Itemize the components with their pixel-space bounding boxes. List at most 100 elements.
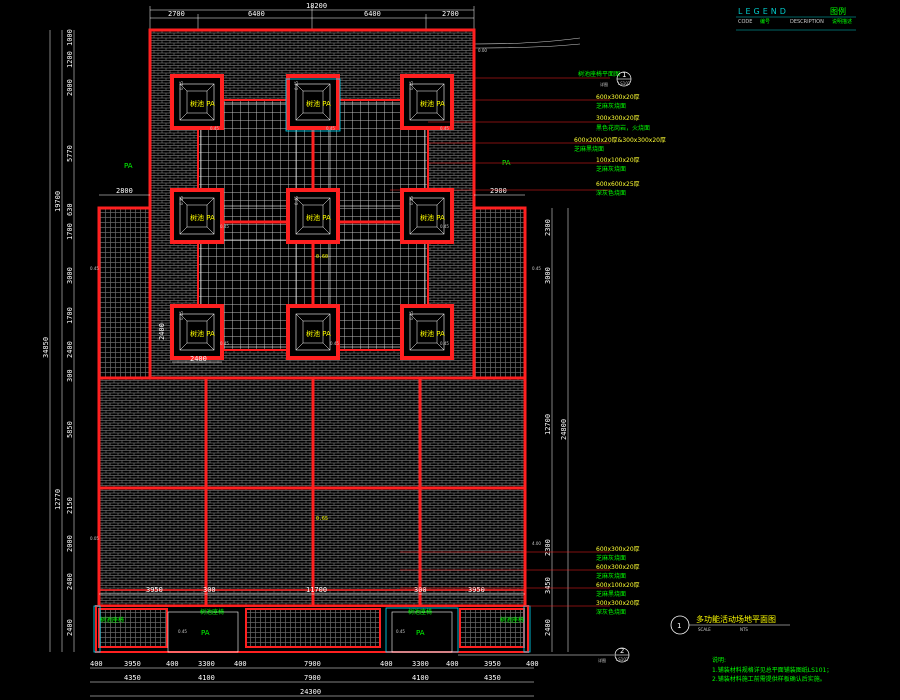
lower-note-8: 深灰色烧面 bbox=[596, 608, 626, 616]
planter-9 bbox=[400, 304, 454, 360]
planter-3 bbox=[400, 74, 454, 130]
level-tag-18: 0.45 bbox=[440, 341, 449, 346]
dim-left-upper-total: 19700 bbox=[54, 191, 62, 212]
level-tag-lower: 0.65 bbox=[316, 516, 328, 522]
dim-top-total: 18200 bbox=[306, 2, 327, 10]
detail-callout-1[interactable]: 1 详图 LS102 bbox=[600, 71, 632, 87]
level-tag-center: 0.60 bbox=[316, 254, 328, 260]
note-11: 深灰色烧面 bbox=[596, 189, 626, 197]
dim-upper-left: 2800 bbox=[116, 187, 133, 195]
title-scale-value: NTS bbox=[740, 627, 748, 632]
planter-label-2: 树池 PA bbox=[306, 99, 331, 108]
dim-left-seg-8: 1700 bbox=[66, 307, 74, 324]
dim-left-seg-9: 2400 bbox=[66, 341, 74, 358]
inner-dimensions: 2800 2900 2400 2400 3950 300 11700 300 3… bbox=[99, 187, 525, 595]
level-tags: 0.45 0.45 0.45 0.45 0.45 0.45 0.45 0.60 … bbox=[90, 48, 541, 634]
pa-label-bottom-right: PA bbox=[416, 629, 425, 637]
right-wing bbox=[472, 206, 527, 382]
lower-notes: 600x300x20厚 芝麻灰烧面 600x300x20厚 芝麻灰烧面 600x… bbox=[400, 546, 640, 616]
right-notes: 树池座椅平面图 600x300x20厚 芝麻灰烧面 300x300x20厚 黑色… bbox=[390, 70, 666, 197]
planter-label-5: 树池 PA bbox=[306, 213, 331, 222]
pa-label-left: PA bbox=[124, 162, 133, 170]
general-notes: 说明: 1.铺装材料规格详见总平面铺装图纸LS101； 2.铺装材料施工前需提供… bbox=[712, 656, 832, 683]
dim-left-seg-6: 1700 bbox=[66, 223, 74, 240]
planter-label-1: 树池 PA bbox=[190, 99, 215, 108]
left-wing bbox=[97, 206, 152, 382]
notes-item-1: 1.铺装材料规格详见总平面铺装图纸LS101； bbox=[712, 666, 832, 674]
planter-8 bbox=[286, 304, 340, 360]
level-tag-13: 0.45 bbox=[220, 224, 229, 229]
level-tag-2: 0.45 bbox=[294, 81, 299, 90]
dim-bottom-r1-2: 3950 bbox=[124, 660, 141, 668]
callout-2-sheet: LS102 bbox=[616, 657, 629, 662]
dim-left-seg-4: 5770 bbox=[66, 145, 74, 162]
dim-right-seg-4: 3450 bbox=[544, 577, 552, 594]
level-tag-24: 0.00 bbox=[478, 48, 487, 53]
bottom-dimensions: 400 3950 400 3300 400 7900 400 3300 400 … bbox=[90, 660, 539, 697]
planter-labels: 树池 PA 树池 PA 树池 PA 树池 PA 树池 PA 树池 PA 树池 P… bbox=[190, 99, 445, 338]
right-dimensions: 24800 12700 2300 3000 2300 3450 2400 bbox=[544, 208, 569, 652]
dim-bottom-r1-11: 400 bbox=[526, 660, 539, 668]
dim-lower-seg-1: 3950 bbox=[146, 586, 163, 594]
legend-description: DESCRIPTION bbox=[790, 19, 824, 25]
dim-right-middle: 12700 bbox=[544, 414, 552, 435]
planter-5 bbox=[286, 188, 340, 244]
note-2: 600x300x20厚 bbox=[596, 94, 640, 101]
dim-lower-seg-3: 11700 bbox=[306, 586, 327, 594]
dim-bottom-r1-3: 400 bbox=[166, 660, 179, 668]
level-tag-16: 0.45 bbox=[330, 341, 339, 346]
legend-code-cn: 编号 bbox=[760, 18, 770, 25]
dim-left-seg-11: 5850 bbox=[66, 421, 74, 438]
planter-label-8: 树池 PA bbox=[306, 329, 331, 338]
legend-title-cn: 图例 bbox=[830, 6, 846, 16]
dim-bottom-r1-10: 3950 bbox=[484, 660, 501, 668]
level-tag-12: 0.45 bbox=[440, 126, 449, 131]
note-9: 芝麻灰烧面 bbox=[596, 165, 626, 173]
level-tag-6: 0.45 bbox=[409, 196, 414, 205]
dim-planter-width: 2400 bbox=[190, 355, 207, 363]
dim-left-seg-13: 2000 bbox=[66, 535, 74, 552]
level-tag-11: 0.45 bbox=[326, 126, 335, 131]
level-tag-3: 0.45 bbox=[409, 81, 414, 90]
bottom-strip-label-1: 树池座椅 bbox=[100, 616, 124, 624]
level-tag-21: 0.45 bbox=[178, 629, 187, 634]
level-tag-23: 0.05 bbox=[90, 536, 99, 541]
planter-2 bbox=[285, 74, 341, 132]
dim-left-seg-12: 2150 bbox=[66, 497, 74, 514]
notes-item-2: 2.铺装材料施工前需提供样板确认后实施。 bbox=[712, 675, 826, 683]
note-3: 芝麻灰烧面 bbox=[596, 102, 626, 110]
callout-1-num: 1 bbox=[622, 71, 626, 79]
dim-bottom-r2-4: 4100 bbox=[412, 674, 429, 682]
note-5: 黑色花岗岩，火烧面 bbox=[596, 124, 650, 132]
lower-note-7: 300x300x20厚 bbox=[596, 600, 640, 607]
dim-bottom-r2-2: 4100 bbox=[198, 674, 215, 682]
dim-left-seg-15: 2400 bbox=[66, 619, 74, 636]
note-1: 树池座椅平面图 bbox=[578, 70, 620, 78]
planter-1 bbox=[170, 74, 224, 130]
note-4: 300x300x20厚 bbox=[596, 115, 640, 122]
dim-bottom-r1-4: 3300 bbox=[198, 660, 215, 668]
dim-bottom-r1-1: 400 bbox=[90, 660, 103, 668]
lower-plaza bbox=[97, 376, 527, 608]
title-scale-label: SCALE bbox=[698, 627, 711, 632]
planter-label-3: 树池 PA bbox=[420, 99, 445, 108]
dim-bottom-r1-7: 400 bbox=[380, 660, 393, 668]
lower-note-4: 芝麻灰烧面 bbox=[596, 572, 626, 580]
dim-left-outer-total: 34850 bbox=[42, 337, 50, 358]
dim-bottom-r1-5: 400 bbox=[234, 660, 247, 668]
dim-right-seg-2: 3000 bbox=[544, 267, 552, 284]
lower-note-5: 600x100x20厚 bbox=[596, 582, 640, 589]
dim-bottom-r1-9: 400 bbox=[446, 660, 459, 668]
level-tag-22: 0.45 bbox=[396, 629, 405, 634]
dim-bottom-r2-5: 4350 bbox=[484, 674, 501, 682]
callout-2-ref: 详图 bbox=[598, 657, 606, 663]
bottom-strip-label-3: 树池座椅 bbox=[408, 608, 432, 616]
level-tag-15: 0.45 bbox=[220, 341, 229, 346]
dim-right-seg-3: 2300 bbox=[544, 539, 552, 556]
detail-callout-2[interactable]: 2 详图 LS102 bbox=[458, 647, 630, 663]
lower-note-2: 芝麻灰烧面 bbox=[596, 554, 626, 562]
dim-bottom-total: 24300 bbox=[300, 688, 321, 696]
planter-6 bbox=[400, 188, 454, 244]
dim-left-seg-10: 300 bbox=[66, 369, 74, 382]
